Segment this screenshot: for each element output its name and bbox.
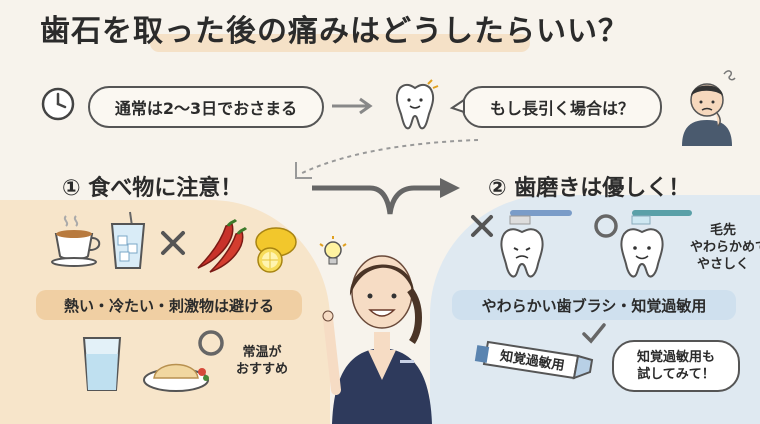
- dental-hygienist-icon: [322, 255, 432, 424]
- question-bubble: もし長引く場合は？: [462, 86, 662, 128]
- lemon-icon: [255, 227, 297, 273]
- split-arrow-icon: [312, 178, 460, 215]
- cross-icon: [471, 215, 493, 237]
- worried-man-icon: [682, 70, 736, 146]
- normal-duration-pill: 通常は2〜3日でおさまる: [88, 86, 324, 128]
- sensitive-bubble: 知覚過敏用も 試してみて！: [612, 340, 740, 392]
- happy-tooth-brush-icon: [620, 210, 692, 278]
- tooth-icon: [395, 79, 439, 130]
- lightbulb-icon: [319, 236, 347, 265]
- brush-band: やわらかい歯ブラシ・知覚過敏用: [452, 290, 736, 320]
- arrow-right-icon: [332, 97, 373, 115]
- water-glass-icon: [82, 337, 122, 391]
- page-title: 歯石を取った後の痛みはどうしたらいい？: [40, 14, 629, 49]
- ice-water-icon: [110, 211, 146, 269]
- brush-note: 毛先 やわらかめで やさしく: [690, 223, 760, 272]
- bubble-tail: [449, 98, 465, 114]
- title-highlight: [150, 34, 530, 52]
- cross-icon: [161, 231, 185, 255]
- coffee-cup-icon: [51, 215, 101, 267]
- recommend-text: 常温が おすすめ: [235, 345, 288, 377]
- circle-ok-icon: [198, 330, 224, 356]
- sad-tooth-brush-icon: [500, 210, 572, 278]
- dotted-arrow-icon: [295, 139, 479, 179]
- check-icon: [582, 323, 606, 344]
- clock-icon: [41, 87, 75, 121]
- rice-plate-icon: [143, 363, 209, 392]
- circle-ok-icon: [594, 214, 618, 238]
- section1-heading: ① 食べ物に注意！: [62, 176, 243, 201]
- section2-heading: ② 歯磨きは優しく！: [488, 176, 691, 201]
- chili-pepper-icon: [197, 218, 248, 273]
- avoid-band: 熱い・冷たい・刺激物は避ける: [36, 290, 302, 320]
- toothpaste-icon: [474, 340, 594, 380]
